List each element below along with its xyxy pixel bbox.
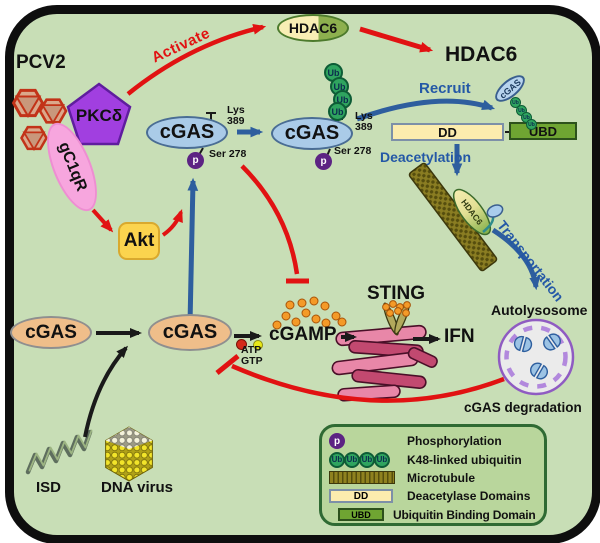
microtubule-icon [329,471,395,485]
legend-label: Ubiquitin Binding Domain [393,507,536,522]
pkc-label: PKCδ [75,106,123,125]
ubiquitin-icon: Ub [374,451,390,468]
mini-ubiquitin-1: Ub [510,97,521,108]
hdac6-oval-label: HDAC6 [288,20,338,36]
recruit-edge-label: Recruit [419,80,471,97]
cgas-label: cGAS [284,122,340,144]
ser278-label-1: Ser 278 [209,148,247,160]
ubd-domain-icon: UBD [338,508,384,522]
dd-domain-bar: DD [391,123,504,141]
ubiquitin-4: Ub [328,102,347,121]
cgas-label: cGAS [25,321,77,343]
gtp-label: GTP [241,355,263,367]
cgas-degradation-label: cGAS degradation [464,400,582,415]
ifn-label: IFN [444,326,475,347]
lys-text: Lys [355,110,373,122]
hdac6-title: HDAC6 [445,43,518,66]
autolysosome-label: Autolysosome [491,302,588,318]
legend-label: K48-linked ubiquitin [407,452,522,467]
gtp-dot [253,340,263,350]
pcv2-label: PCV2 [16,52,66,73]
ubiquitin-icon: Ub [344,451,360,468]
legend-row-microtubule: Microtubule [329,469,544,487]
lys389-label-1: Lys 389 [227,104,245,128]
lys389-label-2: Lys 389 [355,110,373,134]
dna-virus-label: DNA virus [101,479,173,496]
cgas-label: cGAS [162,321,218,343]
cgas-oval-active: cGAS [148,314,232,351]
legend-row-phosphorylation: p Phosphorylation [329,432,544,450]
dd-domain-icon: DD [329,489,393,504]
ubd-domain-bar: UBD [509,122,577,140]
mini-ubiquitin-4: Ub [526,119,537,130]
legend-row-deacetylase: DD Deacetylase Domains [329,487,544,505]
phospho-badge-2: p [315,153,332,170]
ser278-label-2: Ser 278 [334,145,372,157]
legend-row-ubiquitin: Ub Ub Ub Ub K48-linked ubiquitin [329,450,544,468]
deacetylation-edge-label: Deacetylation [380,149,472,165]
cgas-oval-inactive: cGAS [10,316,92,349]
cgamp-label: cGAMP [269,324,337,345]
legend-label: Phosphorylation [407,434,502,449]
legend-row-ubd: UBD Ubiquitin Binding Domain [329,506,544,524]
hdac6-oval: HDAC6 [277,14,349,42]
cgas-label: cGAS [159,121,215,143]
legend-label: Deacetylase Domains [407,489,531,504]
cgas-oval-ubiquitinated: cGAS [271,117,353,150]
sting-label: STING [367,283,426,304]
phospho-icon: p [329,433,345,450]
cgas-oval-phospho: cGAS [146,116,228,149]
akt-label: Akt [123,230,155,251]
lys-text: Lys [227,104,245,116]
lys-num-text: 389 [355,121,373,134]
ubiquitin-icon: Ub [359,451,375,468]
akt-node: Akt [118,222,160,260]
legend-box: p Phosphorylation Ub Ub Ub Ub K48-linked… [319,424,547,526]
lys-num-text: 389 [227,115,245,128]
dd-label: DD [438,124,457,140]
atp-dot [236,339,247,350]
ubiquitin-icon: Ub [329,451,345,468]
phospho-badge-1: p [187,152,204,169]
isd-label: ISD [36,479,62,496]
atp-label: ATP [241,344,262,356]
legend-label: Microtubule [407,470,475,485]
